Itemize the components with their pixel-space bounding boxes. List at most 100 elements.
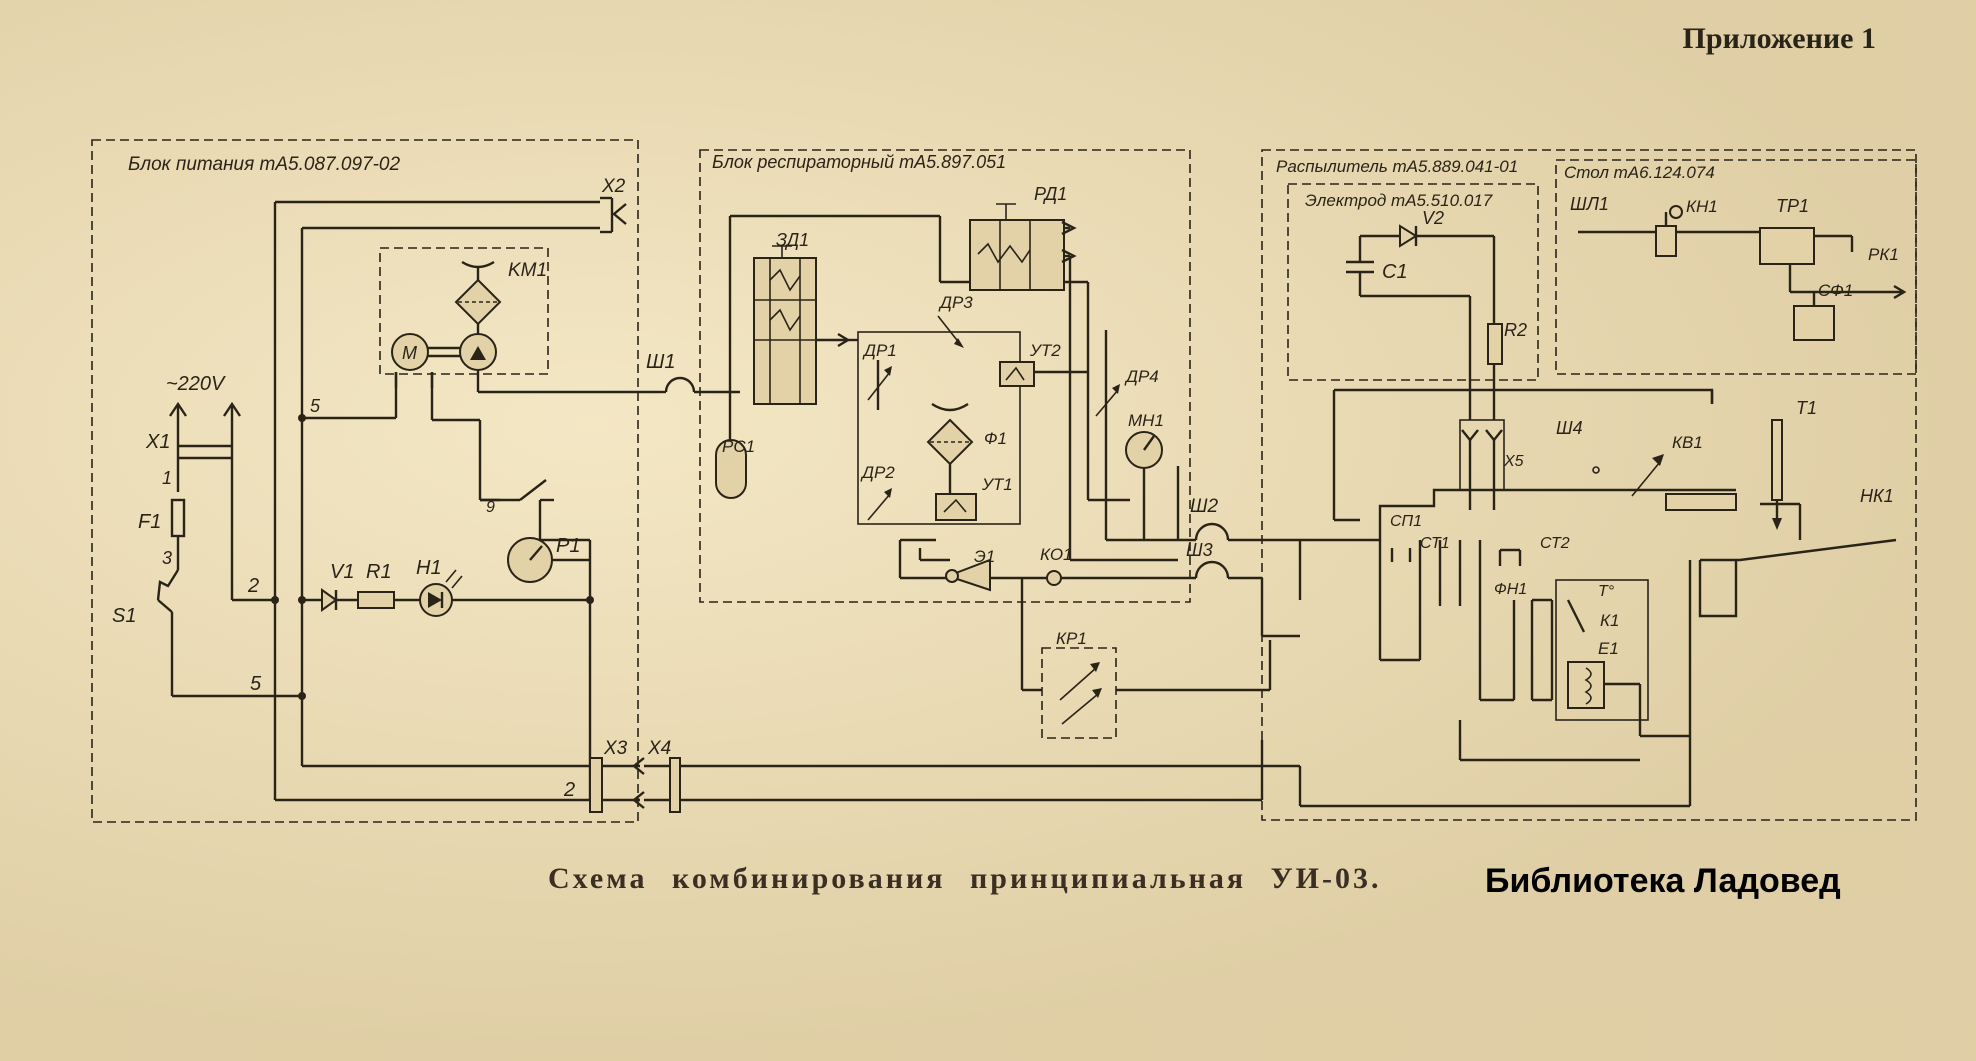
table-internals <box>1578 205 1907 341</box>
connector-x3-x4 <box>589 757 1300 813</box>
label-dr3: ДР3 <box>938 293 973 312</box>
label-5b: 5 <box>250 673 262 695</box>
power-block-title: Блок питания тА5.087.097-02 <box>128 154 400 175</box>
pressure-switch-p1 <box>480 479 590 583</box>
resistor-r2 <box>1487 323 1503 365</box>
label-c1: C1 <box>1382 261 1408 283</box>
label-s1: S1 <box>112 605 136 627</box>
button-kn1 <box>1669 205 1683 219</box>
label-zd1: ЗД1 <box>776 230 809 250</box>
label-x4: X4 <box>647 738 671 759</box>
lamp-shl1 <box>1655 225 1677 257</box>
receiver-rs1 <box>715 439 747 499</box>
label-tr1: ТР1 <box>1776 196 1809 216</box>
sprayer-block-outline <box>1261 149 1917 821</box>
label-x1: X1 <box>145 431 170 453</box>
label-sh3: Ш3 <box>1186 540 1213 560</box>
label-r1: R1 <box>366 561 392 583</box>
table-block-title: Стол тА6.124.074 <box>1564 163 1715 182</box>
label-sh1: Ш1 <box>646 351 676 373</box>
label-f1b: Ф1 <box>984 429 1007 448</box>
label-rs1: РС1 <box>722 437 755 456</box>
label-f1: F1 <box>138 511 161 533</box>
photofilter-sf1 <box>1793 305 1835 341</box>
label-rk1: РК1 <box>1868 245 1899 264</box>
label-t: T° <box>1598 583 1615 600</box>
check-valve-ko1 <box>1046 570 1062 586</box>
respirator-loop <box>857 331 1021 525</box>
label-2a: 2 <box>247 575 259 597</box>
label-ut2: УТ2 <box>1029 341 1061 360</box>
valve-ut1 <box>935 493 977 521</box>
led-h1 <box>419 569 463 617</box>
heater-e1 <box>1567 661 1605 709</box>
label-v1: V1 <box>330 561 354 583</box>
label-fn1: ФН1 <box>1494 581 1527 598</box>
element-e1 <box>945 558 991 592</box>
connector-x2 <box>600 196 627 234</box>
table-block-outline <box>1555 159 1917 375</box>
electrode-block-title: Электрод тА5.510.017 <box>1305 191 1493 210</box>
label-nk1: НК1 <box>1860 486 1894 506</box>
connector-x5 <box>1459 419 1505 491</box>
label-km1: KM1 <box>508 260 547 281</box>
respirator-block-title: Блок респираторный тА5.897.051 <box>712 152 1006 172</box>
label-v2: V2 <box>1422 208 1444 228</box>
label-kv1: КВ1 <box>1672 433 1703 452</box>
km1-outline <box>379 247 549 375</box>
sprayer-internals <box>1020 224 1897 808</box>
label-h1: H1 <box>416 557 442 579</box>
valve-ut2 <box>999 361 1035 387</box>
power-wiring <box>156 200 600 802</box>
hoses-sh2-sh3 <box>1178 522 1360 580</box>
label-st1: СТ1 <box>1420 535 1450 552</box>
label-st2: СТ2 <box>1540 535 1570 552</box>
respirator-internals <box>715 203 1180 592</box>
label-k1: К1 <box>1600 611 1619 630</box>
label-x2: X2 <box>601 176 626 197</box>
component-labels: X1 ~220V 1 F1 3 S1 2 5 5 2 9 V1 R1 H1 P1… <box>112 176 1899 801</box>
label-dr4: ДР4 <box>1124 367 1159 386</box>
label-9: 9 <box>486 499 495 516</box>
label-sf1: СФ1 <box>1818 281 1853 300</box>
label-r2: R2 <box>1504 320 1527 340</box>
library-watermark: Библиотека Ладовед <box>1485 862 1841 900</box>
sprayer-block-title: Распылитель тА5.889.041-01 <box>1276 157 1518 176</box>
label-ko1: КО1 <box>1040 545 1073 564</box>
motor-m <box>391 333 429 371</box>
label-220v: ~220V <box>166 373 226 395</box>
label-2b: 2 <box>563 779 575 801</box>
label-t1: Т1 <box>1796 398 1817 418</box>
label-e1b: E1 <box>1598 639 1619 658</box>
block-outlines <box>91 139 1917 823</box>
label-sh2: Ш2 <box>1190 496 1218 517</box>
label-kr1: КР1 <box>1056 629 1087 648</box>
label-sp1: СП1 <box>1390 513 1422 530</box>
kr1-outline <box>1041 647 1117 739</box>
label-kn1: КН1 <box>1686 197 1718 216</box>
hose-sh1 <box>660 376 740 394</box>
label-p1: P1 <box>556 535 580 557</box>
diagram-caption: Схема комбинирования принципиальная УИ-0… <box>548 862 1382 895</box>
label-x5: X5 <box>1503 453 1524 470</box>
fuse-f1 <box>170 498 186 538</box>
resistor-r1 <box>357 591 395 609</box>
diode-v2 <box>1399 224 1418 248</box>
label-5a: 5 <box>310 396 321 416</box>
label-rd1: РД1 <box>1034 184 1067 204</box>
appendix-header: Приложение 1 <box>1682 22 1876 55</box>
diode-v1 <box>321 588 338 612</box>
compressor-km1 <box>391 260 660 394</box>
label-e1: Э1 <box>974 547 995 566</box>
thermometer-t1 <box>1771 419 1783 501</box>
label-x3: X3 <box>603 738 628 759</box>
valve-zd1 <box>753 257 817 405</box>
label-mn1: МН1 <box>1128 411 1164 430</box>
label-sh4: Ш4 <box>1556 418 1583 438</box>
label-shl1: ШЛ1 <box>1570 194 1609 214</box>
transformer-tr1 <box>1759 227 1815 265</box>
label-ut1: УТ1 <box>981 475 1013 494</box>
label-m: M <box>402 343 417 363</box>
label-dr1: ДР1 <box>862 341 897 360</box>
label-3: 3 <box>162 548 172 568</box>
